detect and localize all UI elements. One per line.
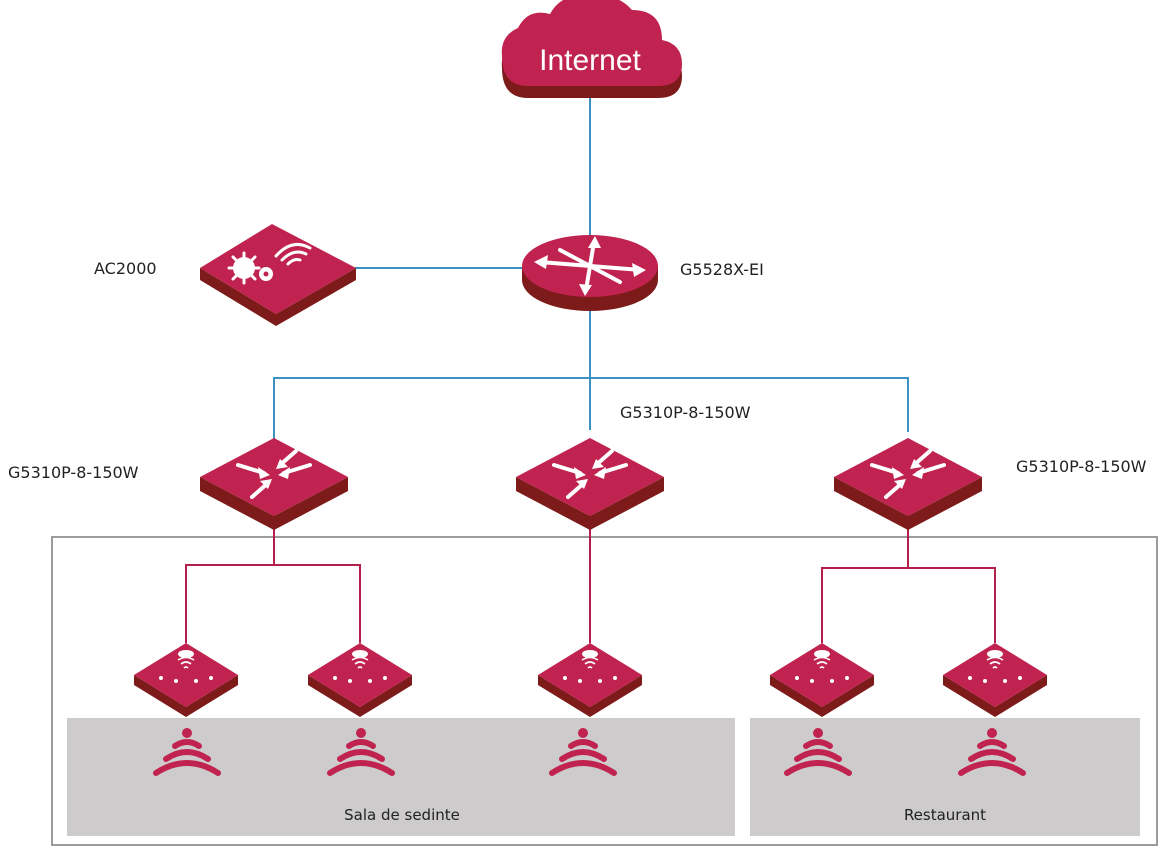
zone-label-restaurant: Restaurant	[903, 806, 987, 824]
controller-label: AC2000	[94, 259, 157, 278]
switch-1-label: G5310P-8-150W	[8, 463, 139, 482]
switch-3-label: G5310P-8-150W	[1016, 457, 1147, 476]
zone-sala-de-sedinte	[67, 718, 735, 836]
ap-link-lines	[185, 510, 996, 643]
access-point-3-icon	[537, 642, 643, 718]
site-boundary	[51, 536, 1158, 846]
core-router-icon	[522, 235, 658, 311]
core-switch-label: G5528X-EI	[680, 260, 764, 279]
uplink-lines	[273, 98, 909, 440]
internet-label: Internet	[539, 44, 641, 77]
zone-label-sala-de-sedinte: Sala de sedinte	[344, 806, 460, 824]
access-point-4-icon	[769, 642, 875, 718]
access-point-1-icon	[133, 642, 239, 718]
controller-device-icon	[200, 224, 356, 326]
internet-cloud-icon	[501, 0, 682, 98]
zone-restaurant	[750, 718, 1140, 836]
switch-1-icon	[198, 436, 350, 532]
switch-2-label: G5310P-8-150W	[620, 403, 751, 422]
access-point-5-icon	[942, 642, 1048, 718]
switch-3-icon	[832, 436, 984, 532]
switch-2-icon	[514, 436, 666, 532]
access-point-2-icon	[307, 642, 413, 718]
